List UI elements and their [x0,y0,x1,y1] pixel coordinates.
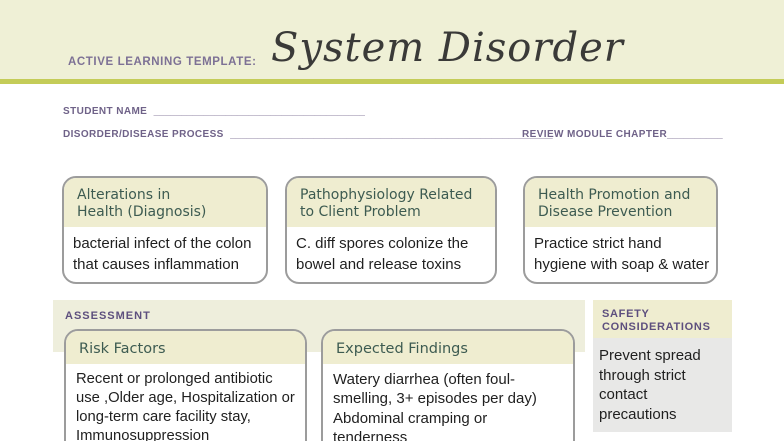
card-pathophysiology: Pathophysiology Related to Client Proble… [285,176,497,284]
disorder-process-row: DISORDER/DISEASE PROCESS _______________… [63,129,553,140]
disorder-process-blank[interactable]: ________________________________________… [230,129,553,140]
review-module-chapter-row: REVIEW MODULE CHAPTER__________ [522,129,723,140]
expected-findings-title: Expected Findings [323,331,573,364]
student-name-label: STUDENT NAME [63,106,154,117]
safety-considerations-label: SAFETY CONSIDERATIONS [593,300,732,338]
review-module-chapter-blank[interactable]: __________ [667,129,723,140]
review-module-chapter-label: REVIEW MODULE CHAPTER [522,129,668,140]
eyebrow-label: ACTIVE LEARNING TEMPLATE: [68,56,257,68]
card-health-promotion: Health Promotion and Disease Prevention … [523,176,718,284]
safety-considerations-answer[interactable]: Prevent spread through strict contact pr… [593,338,732,432]
disorder-process-label: DISORDER/DISEASE PROCESS [63,129,231,140]
card-alterations-in-health: Alterations in Health (Diagnosis) bacter… [62,176,268,284]
masthead-divider-rule [0,79,784,84]
card-expected-findings: Expected Findings Watery diarrhea (often… [321,329,575,441]
masthead-band [0,0,784,79]
alterations-title: Alterations in Health (Diagnosis) [64,178,266,227]
alterations-answer[interactable]: bacterial infect of the colon that cause… [73,235,252,273]
assessment-section-label: ASSESSMENT [65,310,151,322]
risk-factors-title: Risk Factors [66,331,305,364]
health-promotion-answer[interactable]: Practice strict hand hygiene with soap &… [534,235,710,273]
card-risk-factors: Risk Factors Recent or prolonged antibio… [64,329,307,441]
student-name-row: STUDENT NAME ___________________________… [63,106,365,117]
pathophysiology-answer[interactable]: C. diff spores colonize the bowel and re… [296,235,469,273]
student-name-blank[interactable]: ______________________________________ [153,106,365,117]
page-title: System Disorder [271,25,624,71]
expected-findings-answer[interactable]: Watery diarrhea (often foul- smelling, 3… [333,370,537,441]
health-promotion-title: Health Promotion and Disease Prevention [525,178,716,227]
risk-factors-answer[interactable]: Recent or prolonged antibiotic use ,Olde… [76,370,295,441]
pathophysiology-title: Pathophysiology Related to Client Proble… [287,178,495,227]
